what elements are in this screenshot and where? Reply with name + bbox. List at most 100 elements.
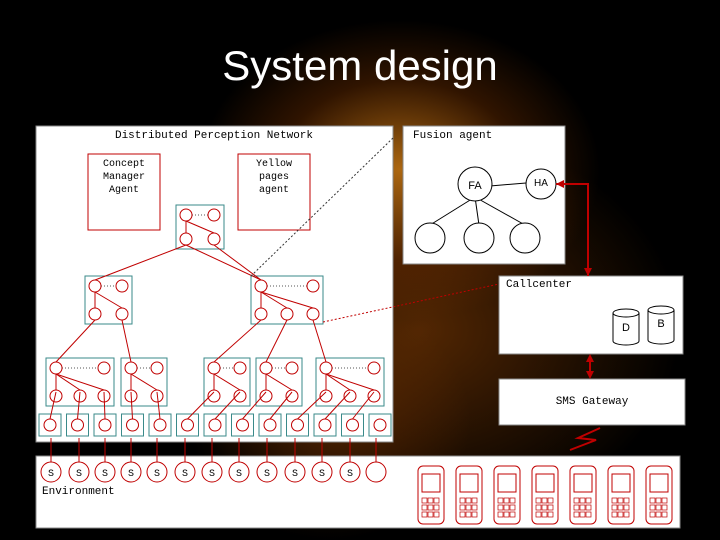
- phone-key: [655, 497, 662, 504]
- sensor-node: [256, 461, 278, 483]
- phone-key: [535, 504, 542, 511]
- cluster-box: [120, 357, 168, 407]
- link-line: [312, 319, 327, 363]
- phone-key: [509, 511, 516, 518]
- sensor-agent-box: [231, 413, 254, 437]
- fusion-child-node: [414, 222, 446, 254]
- phone-key: [547, 504, 554, 511]
- phone-key: [579, 511, 586, 518]
- phone-key: [509, 497, 516, 504]
- sensor-node: [201, 461, 223, 483]
- agent-node: [207, 208, 221, 222]
- agent-node: [207, 232, 221, 246]
- agent-node: [115, 279, 129, 293]
- phone-key: [585, 497, 592, 504]
- phone-key: [585, 504, 592, 511]
- link-line: [269, 391, 293, 420]
- agent-node: [88, 279, 102, 293]
- link-line: [352, 391, 375, 420]
- fusion-link: [474, 196, 480, 226]
- link-line: [55, 373, 105, 391]
- yellow-pages-box: [237, 153, 311, 231]
- agent-cluster: [175, 204, 225, 250]
- phone-key: [547, 511, 554, 518]
- agent-cluster: [203, 357, 251, 407]
- phone-key: [421, 504, 428, 511]
- phone-key: [459, 497, 466, 504]
- sensor-agent-box: [203, 413, 227, 437]
- sensor-agent-box: [148, 413, 172, 437]
- phone-key: [649, 504, 656, 511]
- phone-key: [649, 497, 656, 504]
- agent-node: [126, 418, 139, 432]
- phone-key: [465, 504, 472, 511]
- link-line: [325, 373, 351, 391]
- phone-key: [471, 497, 478, 504]
- wireless-signal-icon: [569, 427, 601, 451]
- connection-lines: [250, 137, 601, 451]
- agent-node: [49, 361, 63, 375]
- link-line: [77, 391, 81, 420]
- phone-key: [579, 497, 586, 504]
- agent-node: [71, 418, 84, 432]
- database-b-icon: [647, 305, 675, 345]
- sensor-label: S: [264, 469, 270, 480]
- sensor-node: [284, 461, 306, 483]
- link-line: [260, 291, 288, 309]
- sensor-agent-box: [258, 413, 282, 437]
- sensor-label: S: [128, 469, 134, 480]
- phone-key: [585, 511, 592, 518]
- agent-node: [43, 418, 57, 432]
- agent-node: [367, 389, 381, 403]
- mobile-phone-icon: [531, 465, 559, 525]
- phone-screen: [535, 473, 555, 493]
- phone-key: [535, 497, 542, 504]
- database-d-icon: [612, 308, 640, 346]
- sensor-label: S: [236, 469, 242, 480]
- sensor-label: S: [347, 469, 353, 480]
- link-line: [242, 391, 267, 420]
- phone-key: [433, 504, 440, 511]
- agent-node: [319, 389, 333, 403]
- cluster-box: [45, 357, 115, 407]
- cluster-box: [84, 275, 133, 325]
- sensor-node: [40, 461, 62, 483]
- phone-key: [421, 511, 428, 518]
- phone-key: [421, 497, 428, 504]
- sensor-agent-box: [368, 413, 392, 437]
- agent-node: [49, 389, 63, 403]
- agent-node: [207, 389, 221, 403]
- sensor-node: [120, 461, 142, 483]
- dpn-title: Distributed Perception Network: [115, 130, 313, 142]
- link-line: [297, 391, 327, 420]
- link-line: [103, 391, 106, 420]
- sensor-agent-box: [341, 413, 364, 437]
- fa-label: FA: [468, 180, 482, 192]
- phone-key: [541, 511, 548, 518]
- link-line: [185, 220, 215, 234]
- sensor-label: S: [182, 469, 188, 480]
- phone-screen: [649, 473, 669, 493]
- concept-manager-box: [87, 153, 161, 231]
- link-line: [265, 319, 288, 363]
- link-line: [214, 391, 241, 420]
- phone-key: [509, 504, 516, 511]
- link-line: [265, 373, 293, 391]
- agent-node: [254, 279, 268, 293]
- arrow-head: [586, 354, 594, 362]
- arrow-head: [556, 180, 564, 188]
- agent-node: [233, 361, 247, 375]
- text-line: pages: [259, 172, 289, 183]
- phone-key: [541, 497, 548, 504]
- agent-node: [179, 208, 193, 222]
- link-line: [213, 373, 241, 391]
- sensor-agent-box: [286, 413, 309, 437]
- agent-node: [343, 389, 357, 403]
- database-d-label: D: [622, 322, 630, 334]
- phone-key: [427, 504, 434, 511]
- sensor-node: [94, 461, 116, 483]
- phone-key: [655, 504, 662, 511]
- sensor-node: [311, 461, 333, 483]
